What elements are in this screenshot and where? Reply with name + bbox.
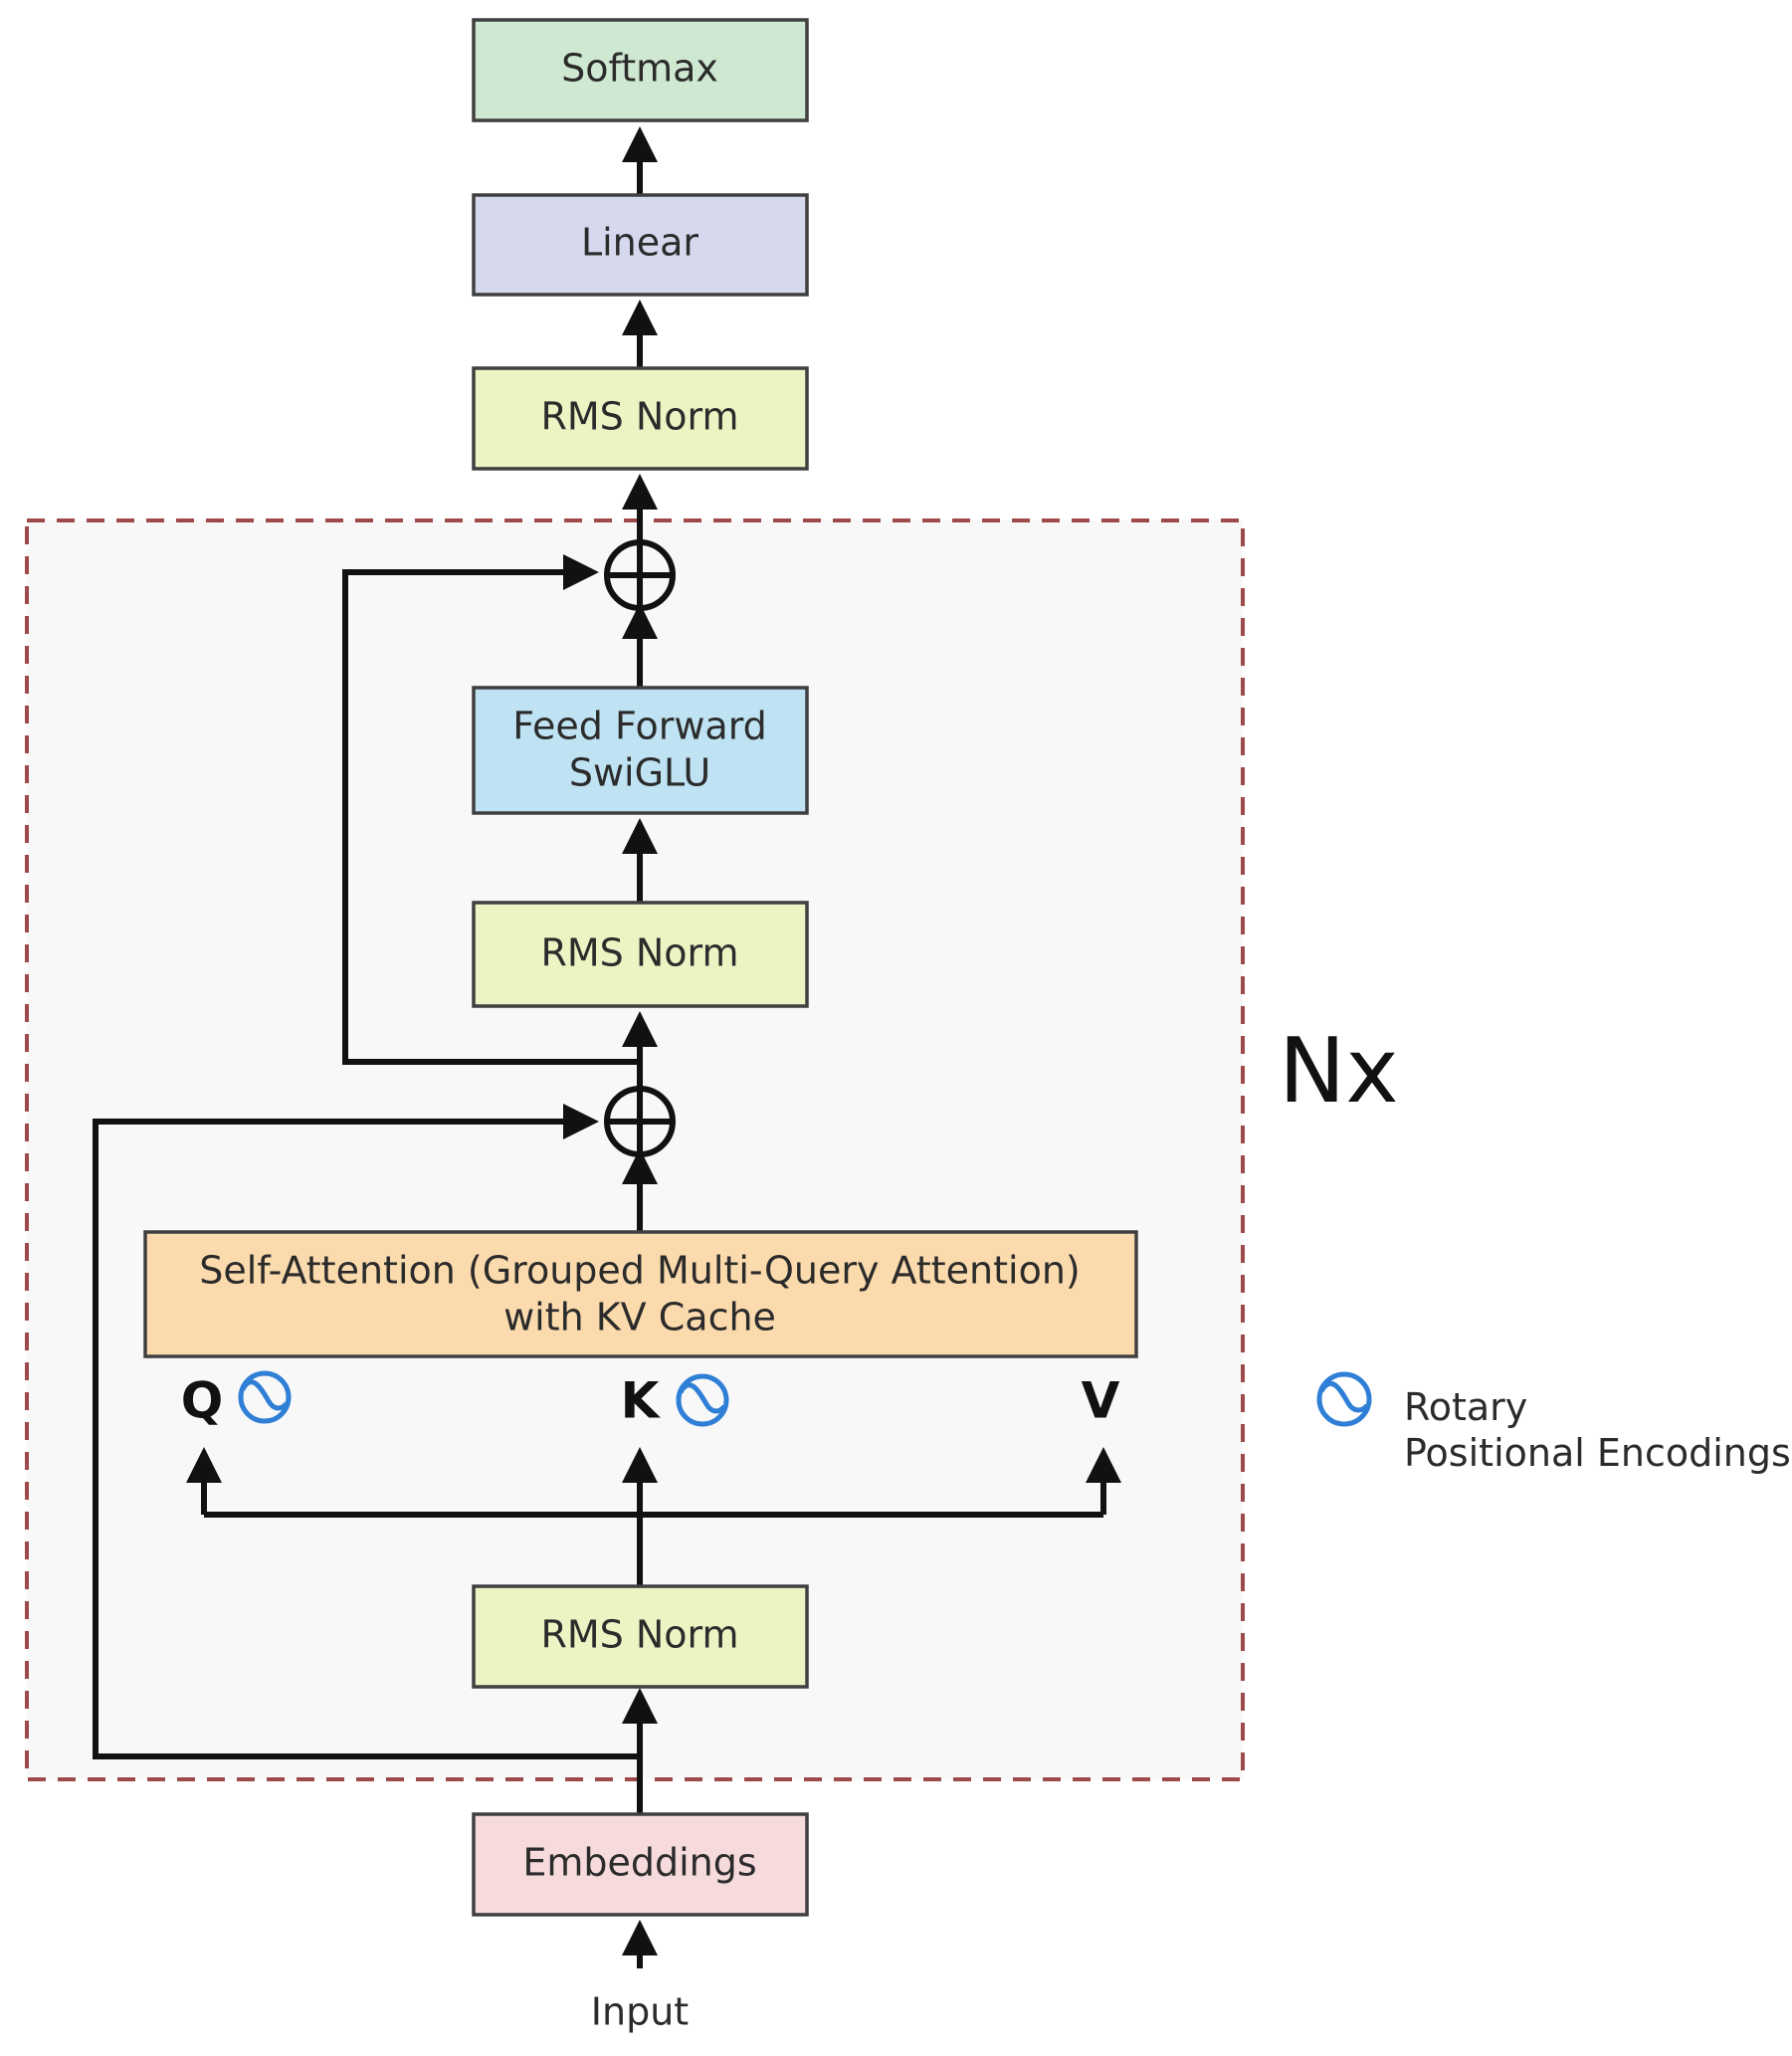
residual-connection-ffn: [342, 554, 640, 1065]
add-node-attention: [604, 1086, 676, 1157]
add-node-ffn: [604, 539, 676, 611]
rms-norm-ffn-block: RMS Norm: [472, 901, 809, 1008]
swiglu-label: SwiGLU: [569, 751, 710, 795]
input-label: Input: [591, 1990, 689, 2034]
rotary-encoding-icon: [676, 1373, 729, 1427]
query-label: Q: [181, 1372, 224, 1430]
embeddings-label: Embeddings: [522, 1841, 756, 1885]
rms-norm-attn-block: RMS Norm: [472, 1584, 809, 1689]
softmax-label: Softmax: [561, 47, 718, 91]
rms-norm-ffn-label: RMS Norm: [540, 931, 738, 975]
embeddings-block: Embeddings: [472, 1812, 809, 1917]
feed-forward-label: Feed Forward: [512, 705, 767, 748]
key-label: K: [621, 1372, 662, 1430]
rotary-encoding-icon: [238, 1370, 292, 1424]
feed-forward-block: Feed Forward SwiGLU: [472, 686, 809, 815]
linear-block: Linear: [472, 193, 809, 297]
residual-connection-attention: [93, 1104, 640, 1759]
self-attention-label: Self-Attention (Grouped Multi-Query Atte…: [199, 1249, 1081, 1293]
rms-norm-final-block: RMS Norm: [472, 366, 809, 471]
rms-norm-attn-label: RMS Norm: [540, 1613, 738, 1657]
value-label: V: [1082, 1372, 1120, 1430]
linear-label: Linear: [581, 221, 698, 265]
legend-positional-encodings-label: Positional Encodings: [1404, 1431, 1791, 1475]
rms-norm-final-label: RMS Norm: [540, 395, 738, 439]
softmax-block: Softmax: [472, 18, 809, 122]
self-attention-block: Self-Attention (Grouped Multi-Query Atte…: [143, 1230, 1138, 1358]
rotary-encoding-icon: [1316, 1371, 1372, 1427]
legend-rotary-label: Rotary: [1404, 1385, 1527, 1429]
legend: Rotary Positional Encodings: [1316, 1371, 1791, 1475]
repeat-count-label: Nx: [1279, 1019, 1399, 1124]
kv-cache-label: with KV Cache: [503, 1296, 776, 1339]
